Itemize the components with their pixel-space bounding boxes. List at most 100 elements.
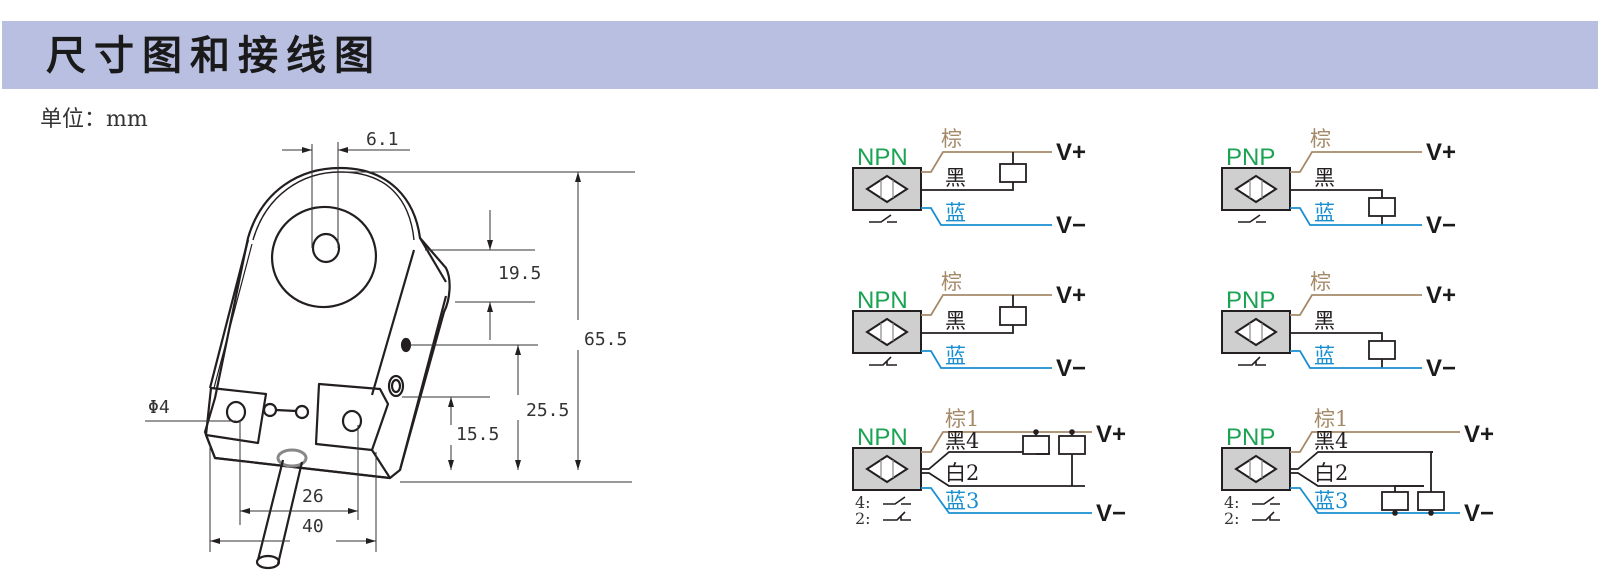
sensor-body-outline (203, 166, 451, 480)
vminus-label: V− (1426, 212, 1456, 239)
dim-side-height: 19.5 (498, 263, 541, 284)
switch-2-label: 2: (1224, 509, 1240, 528)
wire-label-black: 黑 (1314, 309, 1335, 333)
load-icon (1368, 197, 1396, 217)
cable (256, 459, 304, 565)
sensor-type-label: PNP (1226, 424, 1275, 451)
switch-no-icon (883, 496, 911, 505)
load-icon (1022, 435, 1050, 455)
dim-overall-width: 40 (302, 516, 324, 537)
vplus-label: V+ (1096, 421, 1126, 448)
load-icon (999, 163, 1027, 183)
wire-brown (1290, 294, 1422, 316)
sensor-symbol-icon (1234, 174, 1278, 204)
header-band (2, 21, 1598, 89)
vminus-label: V− (1056, 355, 1086, 382)
wire-blue (921, 487, 1092, 514)
junction-dot (1392, 510, 1398, 516)
wire-label-brown: 棕 (941, 270, 962, 294)
wire-label-black: 黑 (1314, 166, 1335, 190)
load-icon (1381, 491, 1409, 511)
wire-label-brown: 棕 (1310, 127, 1331, 151)
wire-label-black: 黑4 (945, 429, 979, 453)
vplus-label: V+ (1426, 282, 1456, 309)
sensor-symbol-icon (865, 454, 909, 484)
sensor-symbol-icon (865, 317, 909, 347)
junction-dot (1033, 429, 1039, 435)
load-lead (1036, 452, 1050, 455)
wire-label-black: 黑 (945, 166, 966, 190)
sensor-type-label: PNP (1226, 287, 1275, 314)
switch-nc-icon (883, 511, 911, 521)
wire-blue (1290, 207, 1422, 226)
dim-hole-diameter: Φ4 (148, 397, 170, 418)
switch-4-label: 4: (855, 493, 871, 512)
wire-black (1290, 451, 1433, 470)
wire-label-brown: 棕 (1310, 270, 1331, 294)
wire-black (921, 325, 1014, 334)
load-icon (999, 306, 1027, 326)
wire-brown (921, 431, 1092, 453)
sensor-symbol-icon (1234, 454, 1278, 484)
wire-label-brown: 棕 (941, 127, 962, 151)
wiring-diagram-pnp-2: PNP 棕黑蓝 V+ V− (1221, 127, 1456, 239)
sensor-symbol-icon (1234, 317, 1278, 347)
wire-label-blue: 蓝3 (1314, 489, 1348, 513)
switch-nc-icon (869, 356, 897, 366)
unit-label: 单位：mm (40, 107, 148, 132)
wire-label-white: 白2 (945, 461, 979, 485)
center-hole (311, 232, 341, 264)
sensor-symbol-icon (865, 174, 909, 204)
wire-black (921, 451, 1049, 470)
wire-blue (921, 207, 1052, 226)
switch-2-label: 2: (855, 509, 871, 528)
vminus-label: V− (1464, 500, 1494, 527)
dim-hole-spacing: 26 (302, 486, 324, 507)
wire-brown (921, 151, 1052, 173)
wire-label-blue: 蓝 (1314, 344, 1335, 368)
vplus-label: V+ (1056, 139, 1086, 166)
page-title: 尺寸图和接线图 (46, 33, 382, 79)
switch-no-icon (1252, 496, 1280, 505)
sensing-face-ring (270, 205, 378, 309)
wire-brown (921, 294, 1052, 316)
wire-white (921, 472, 1085, 487)
wire-label-black: 黑4 (1314, 429, 1348, 453)
dim-hole-height-lower: 15.5 (456, 424, 499, 445)
sensor-type-label: NPN (857, 144, 908, 171)
load-icon (1058, 435, 1086, 455)
sensor-type-label: PNP (1226, 144, 1275, 171)
vplus-label: V+ (1464, 421, 1494, 448)
wire-label-black: 黑 (945, 309, 966, 333)
vminus-label: V− (1426, 355, 1456, 382)
vplus-label: V+ (1426, 139, 1456, 166)
wire-brown (1290, 431, 1460, 453)
vminus-label: V− (1056, 212, 1086, 239)
load-icon (1417, 491, 1445, 511)
dim-hole-height-upper: 25.5 (526, 400, 569, 421)
wire-label-brown: 棕1 (945, 407, 979, 431)
dim-top-offset: 6.1 (366, 129, 399, 150)
vplus-label: V+ (1056, 282, 1086, 309)
wire-label-brown: 棕1 (1314, 407, 1348, 431)
wire-blue (1290, 350, 1422, 369)
switch-4-label: 4: (1224, 493, 1240, 512)
sensor-type-label: NPN (857, 287, 908, 314)
switch-nc-icon (1252, 511, 1280, 521)
wire-brown (1290, 151, 1422, 173)
switch-no-icon (1238, 214, 1266, 223)
wire-blue (921, 350, 1052, 369)
wiring-diagram-pnp-4: PNP 棕黑蓝 V+ V− (1221, 270, 1456, 382)
load-lead (1394, 485, 1424, 492)
wire-label-blue: 蓝 (1314, 201, 1335, 225)
load-icon (1368, 340, 1396, 360)
wire-black (1290, 189, 1383, 198)
junction-dot (1069, 429, 1075, 435)
wire-label-blue: 蓝3 (945, 489, 979, 513)
switch-nc-icon (1238, 356, 1266, 366)
